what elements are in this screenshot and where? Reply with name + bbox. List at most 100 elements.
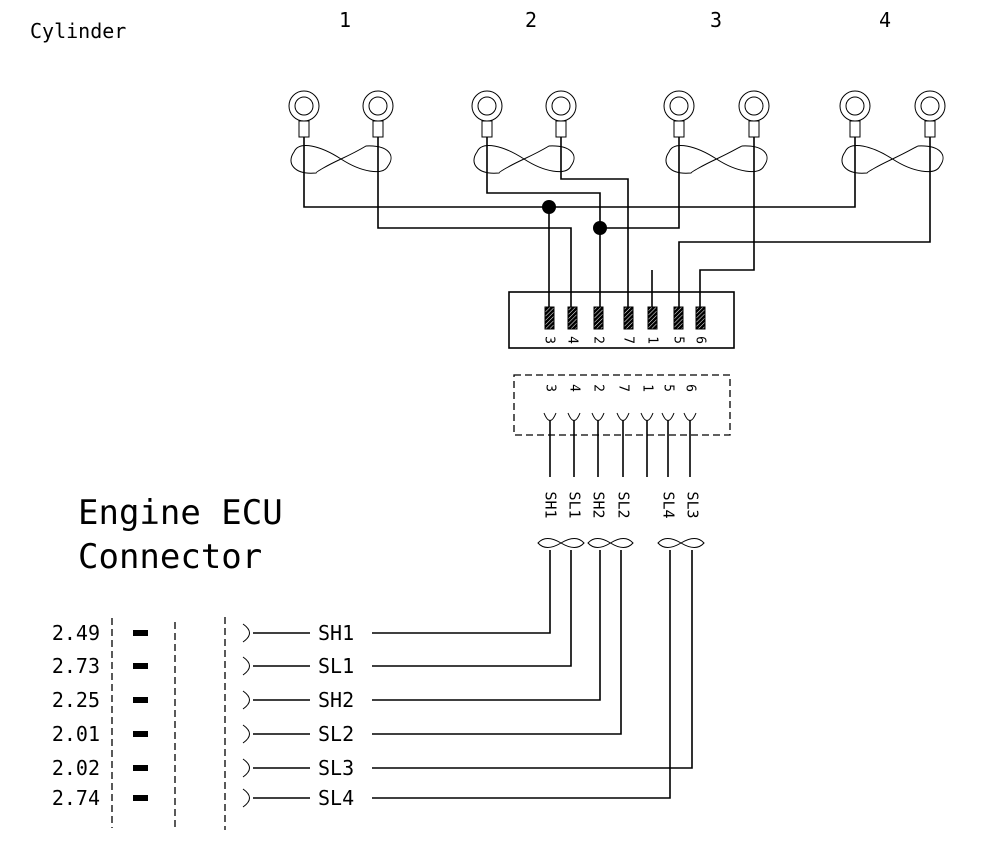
upper-pin-label: 7 <box>621 336 636 344</box>
pin-contact-icon <box>133 630 148 636</box>
socket-icon <box>683 412 697 421</box>
socket-icon <box>640 412 654 421</box>
ecu-title-line1: Engine ECU <box>78 493 283 533</box>
lower-pin-label: 5 <box>661 384 676 392</box>
wire-group <box>303 137 931 308</box>
junction-dot <box>542 200 556 214</box>
ring-terminal-icon <box>471 90 503 138</box>
signal-wire <box>372 550 551 634</box>
signal-wire <box>372 550 601 701</box>
harness-label: SL1 <box>566 491 584 518</box>
cylinder-number-2: 2 <box>525 8 537 32</box>
socket-icon <box>616 412 630 421</box>
cylinder-number-4: 4 <box>879 8 891 32</box>
ecu-signal-label: SL1 <box>318 654 354 678</box>
socket-icon <box>661 412 675 421</box>
ecu-title-line2: Connector <box>78 537 262 577</box>
ring-terminal-icon <box>914 90 946 138</box>
wire <box>678 137 931 308</box>
upper-pin-label: 3 <box>542 336 557 344</box>
wire <box>600 137 680 229</box>
wire <box>303 137 856 208</box>
twisted-pair-icon <box>841 145 944 174</box>
upper-pin-label: 5 <box>671 336 686 344</box>
ecu-signal-label: SH1 <box>318 621 354 645</box>
connector-pin <box>695 306 706 330</box>
socket-icon <box>242 690 250 710</box>
pin-contact-icon <box>133 697 148 703</box>
twisted-pair-icon <box>587 538 634 548</box>
connector-pin <box>593 306 604 330</box>
upper-pin-label: 1 <box>645 336 660 344</box>
injector-group <box>288 90 946 174</box>
signal-wire <box>372 550 693 769</box>
lower-pin-label: 1 <box>640 384 655 392</box>
ring-terminal-icon <box>288 90 320 138</box>
wire <box>377 137 572 308</box>
lower-pin-label: 4 <box>567 384 582 392</box>
twisted-pair-icon <box>665 145 768 174</box>
upper-pin-label: 2 <box>591 336 606 344</box>
lower-pin-label: 6 <box>683 384 698 392</box>
cylinder-heading: Cylinder <box>30 19 126 43</box>
ecu-pin-row: 2.01 SL2 <box>52 550 622 746</box>
pin-contact-icon <box>133 663 148 669</box>
socket-icon <box>242 623 250 643</box>
ecu-pin-row: 2.74 SL4 <box>52 550 671 810</box>
ecu-pin-number: 2.02 <box>52 756 100 780</box>
ring-terminal-icon <box>738 90 770 138</box>
pin-contact-icon <box>133 765 148 771</box>
signal-wire <box>372 550 622 735</box>
socket-icon <box>543 412 557 421</box>
lower-pin-label: 3 <box>543 384 558 392</box>
connector-pin <box>567 306 578 330</box>
ecu-pin-number: 2.25 <box>52 688 100 712</box>
ecu-signal-label: SL3 <box>318 756 354 780</box>
ecu-pin-number: 2.74 <box>52 786 100 810</box>
ring-terminal-icon <box>545 90 577 138</box>
socket-icon <box>242 656 250 676</box>
wire <box>699 137 755 308</box>
ecu-signal-label: SL4 <box>318 786 354 810</box>
harness-label: SH2 <box>590 491 608 518</box>
ecu-pin-row: 2.25 SH2 <box>52 550 601 712</box>
twisted-pair-icon <box>657 538 705 548</box>
harness-label: SL3 <box>684 491 702 518</box>
twisted-pair-icon <box>290 145 392 174</box>
ecu-signal-label: SL2 <box>318 722 354 746</box>
socket-icon <box>567 412 581 421</box>
ring-terminal-icon <box>362 90 394 138</box>
pin-contact-icon <box>133 795 148 801</box>
harness-label: SL4 <box>660 491 678 518</box>
connector-pin <box>623 306 634 330</box>
connector-pin <box>647 306 658 330</box>
lower-pin-label: 2 <box>591 384 606 392</box>
socket-icon <box>242 724 250 744</box>
upper-pin-label: 4 <box>565 336 580 344</box>
socket-icon <box>242 788 250 808</box>
upper-connector-housing <box>508 291 735 349</box>
signal-wire <box>372 550 671 799</box>
ring-terminal-icon <box>839 90 871 138</box>
harness-label: SL2 <box>615 491 633 518</box>
upper-pin-label: 6 <box>693 336 708 344</box>
wire <box>486 137 601 308</box>
junction-dot <box>593 221 607 235</box>
ecu-pin-row: 2.02 SL3 <box>52 550 693 780</box>
connector-pin <box>673 306 684 330</box>
ecu-signal-label: SH2 <box>318 688 354 712</box>
lower-connector-housing <box>513 374 731 436</box>
socket-icon <box>591 412 605 421</box>
lower-pin-label: 7 <box>616 384 631 392</box>
cylinder-number-1: 1 <box>339 8 351 32</box>
connector-pin <box>544 306 555 330</box>
ecu-pin-number: 2.01 <box>52 722 100 746</box>
twisted-pair-icon <box>537 538 585 548</box>
